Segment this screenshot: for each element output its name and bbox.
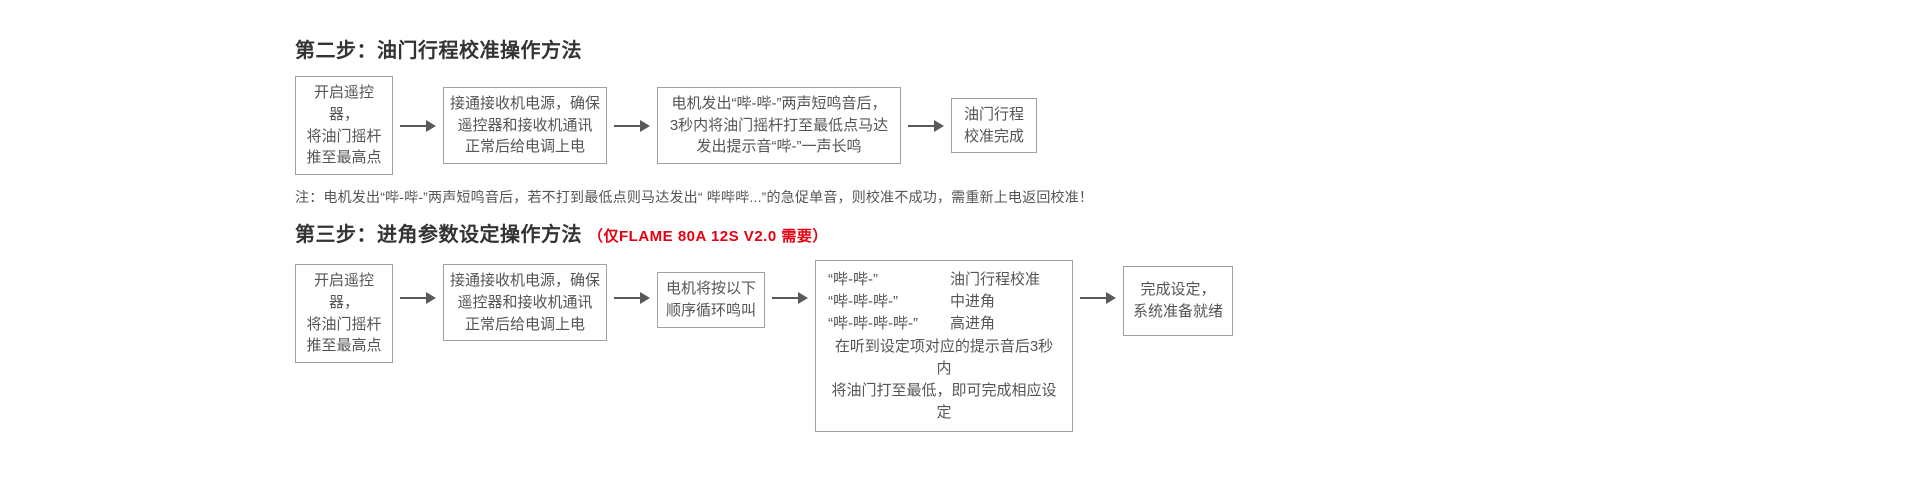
arrow-head (640, 292, 650, 304)
step2-flow-box-3: 电机发出“哔-哔-”两声短鸣音后， 3秒内将油门摇杆打至最低点马达 发出提示音“… (657, 86, 901, 165)
step2-flow-box-3-text: 电机发出“哔-哔-”两声短鸣音后， 3秒内将油门摇杆打至最低点马达 发出提示音“… (669, 94, 889, 156)
step3-flow-box-3: 电机将按以下 顺序循环鸣叫 (657, 272, 765, 328)
arrow-head (934, 119, 944, 132)
beep-pattern: “哔-哔-哔-” (828, 292, 898, 310)
section-step3-title-note: （仅FLAME 80A 12S V2.0 需要） (588, 228, 828, 245)
section-step3-title: 第三步：进角参数设定操作方法 （仅FLAME 80A 12S V2.0 需要） (295, 218, 1233, 247)
step3-flow-box-1-text: 开启遥控器， 将油门摇杆 推至最高点 (306, 272, 382, 355)
step3-flow-row: 开启遥控器， 将油门摇杆 推至最高点 接通接收机电源，确保 遥控器和接收机通讯 … (295, 260, 1233, 433)
arrow-right-icon (772, 292, 808, 304)
arrow-right-icon (614, 292, 650, 304)
step3-flow-box-1: 开启遥控器， 将油门摇杆 推至最高点 (295, 264, 393, 363)
step2-flow-box-1: 开启遥控器， 将油门摇杆 推至最高点 (295, 76, 393, 175)
arrow-right-icon (1080, 292, 1116, 304)
step3-final-box-text: 完成设定， 系统准备就绪 (1132, 281, 1223, 320)
beep-pattern: “哔-哔-哔-哔-” (828, 314, 918, 332)
arrow-head (426, 119, 436, 132)
arrow-line (1080, 297, 1106, 299)
arrow-line (400, 297, 426, 299)
beep-pattern: “哔-哔-” (828, 271, 878, 288)
section-step2-title: 第二步：油门行程校准操作方法 (295, 34, 1093, 63)
arrow-head (426, 292, 436, 304)
section-step2-throttle-calibration: 第二步：油门行程校准操作方法 开启遥控器， 将油门摇杆 推至最高点 接通接收机电… (295, 34, 1093, 207)
arrow-right-icon (400, 292, 436, 304)
beep-label: 高进角 (950, 314, 996, 332)
step2-flow-box-2-text: 接通接收机电源，确保 遥控器和接收机通讯 正常后给电调上电 (449, 94, 600, 156)
section-step3-timing-setting: 第三步：进角参数设定操作方法 （仅FLAME 80A 12S V2.0 需要） 开… (295, 218, 1233, 433)
beep-row-mid-timing: “哔-哔-哔-” 中进角 (828, 291, 1060, 313)
step2-flow-box-1-text: 开启遥控器， 将油门摇杆 推至最高点 (306, 84, 382, 167)
step3-flow-box-3-text: 电机将按以下 顺序循环鸣叫 (665, 280, 756, 319)
arrow-line (614, 297, 640, 299)
arrow-line (772, 297, 798, 299)
beep-row-high-timing: “哔-哔-哔-哔-” 高进角 (828, 313, 1060, 335)
arrow-line (614, 124, 640, 127)
section-step3-title-text: 第三步：进角参数设定操作方法 (295, 224, 582, 246)
step3-flow-box-2-text: 接通接收机电源，确保 遥控器和接收机通讯 正常后给电调上电 (449, 272, 600, 333)
step2-flow-row: 开启遥控器， 将油门摇杆 推至最高点 接通接收机电源，确保 遥控器和接收机通讯 … (295, 76, 1093, 175)
step3-flow-box-2: 接通接收机电源，确保 遥控器和接收机通讯 正常后给电调上电 (443, 264, 607, 342)
arrow-head (640, 119, 650, 132)
step2-flow-box-4-text: 油门行程 校准完成 (963, 105, 1024, 145)
arrow-head (798, 292, 808, 304)
section-step2-title-text: 第二步：油门行程校准操作方法 (295, 40, 582, 62)
beep-sequence-box: “哔-哔-” 油门行程校准 “哔-哔-哔-” 中进角 “哔-哔-哔-哔-” 高进… (815, 260, 1073, 433)
arrow-right-icon (614, 119, 650, 132)
arrow-line (400, 124, 426, 127)
arrow-right-icon (400, 119, 436, 132)
beep-note: 在听到设定项对应的提示音后3秒内 将油门打至最低，即可完成相应设定 (831, 338, 1057, 421)
arrow-head (1106, 292, 1116, 304)
beep-row-throttle: “哔-哔-” 油门行程校准 (828, 269, 1060, 291)
step2-note: 注：电机发出“哔-哔-”两声短鸣音后，若不打到最低点则马达发出“ 哔哔哔...”… (295, 189, 1094, 205)
arrow-line (908, 124, 934, 127)
beep-label: 油门行程校准 (950, 271, 1041, 288)
step2-flow-box-2: 接通接收机电源，确保 遥控器和接收机通讯 正常后给电调上电 (443, 86, 607, 165)
step3-final-box: 完成设定， 系统准备就绪 (1123, 266, 1233, 336)
beep-label: 中进角 (950, 292, 996, 310)
arrow-right-icon (908, 119, 944, 132)
step2-flow-box-4: 油门行程 校准完成 (951, 97, 1037, 154)
